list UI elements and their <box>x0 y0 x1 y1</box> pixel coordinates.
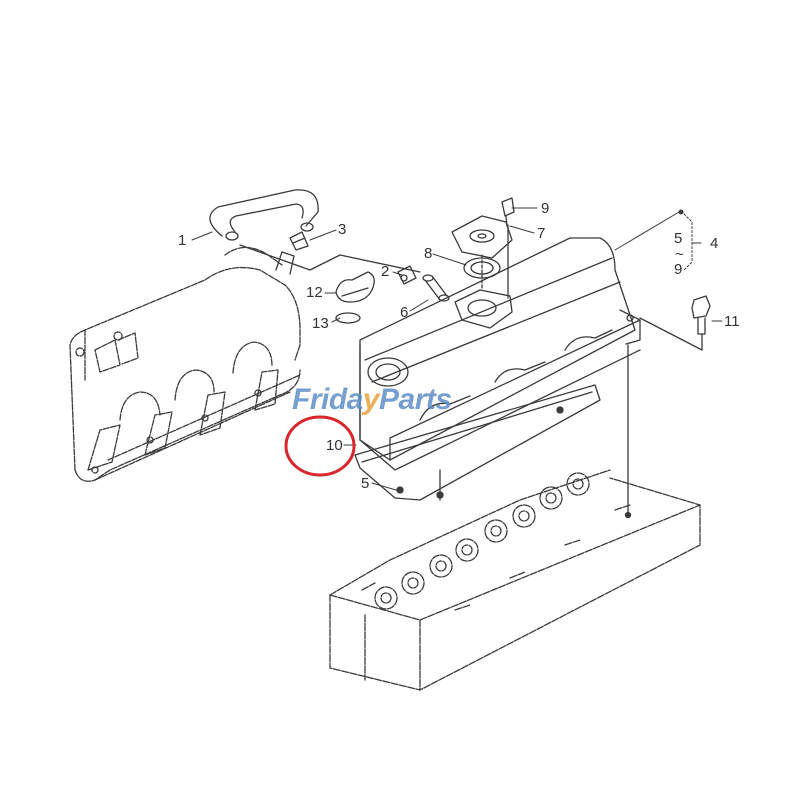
callout-6: 6 <box>400 304 409 321</box>
watermark-text-2: Parts <box>379 383 452 416</box>
callout-5: 5 <box>361 475 370 492</box>
clip-drawing <box>397 265 417 285</box>
callout-2: 2 <box>381 263 390 280</box>
highlight-circle <box>284 415 356 477</box>
callout-12: 12 <box>306 284 323 301</box>
hose-drawing <box>209 189 319 241</box>
watermark-logo: FridayParts <box>292 383 452 417</box>
callout-11: 11 <box>724 313 740 330</box>
manifold-drawing <box>69 246 301 482</box>
leader-lines <box>191 207 723 491</box>
callout-4-range-separator: ~ <box>675 246 684 263</box>
callout-9: 9 <box>541 200 550 217</box>
breather-base-drawing <box>454 289 513 329</box>
callout-1: 1 <box>178 232 187 249</box>
callout-3: 3 <box>338 221 347 238</box>
callout-8: 8 <box>424 245 433 262</box>
o-ring-drawing <box>335 312 361 324</box>
watermark-text-1: Frida <box>292 383 363 416</box>
pipe-drawing <box>422 274 450 302</box>
callout-7: 7 <box>537 225 546 242</box>
clamp-drawing <box>289 231 309 251</box>
callout-13: 13 <box>312 315 329 332</box>
head-cover-drawing <box>359 237 641 471</box>
bolt-11-drawing <box>691 295 711 335</box>
bolt-9-drawing <box>501 197 515 227</box>
callout-4-range-start: 5 <box>674 230 683 247</box>
callout-4-range-end: 9 <box>674 261 683 278</box>
breather-cover-drawing <box>451 215 513 259</box>
gasket-drawing <box>354 384 601 501</box>
callout-10: 10 <box>326 437 343 454</box>
oil-cap-drawing <box>335 271 375 303</box>
cylinder-head-drawing <box>329 469 701 691</box>
watermark-accent: y <box>362 383 380 416</box>
callout-4: 4 <box>710 235 719 252</box>
